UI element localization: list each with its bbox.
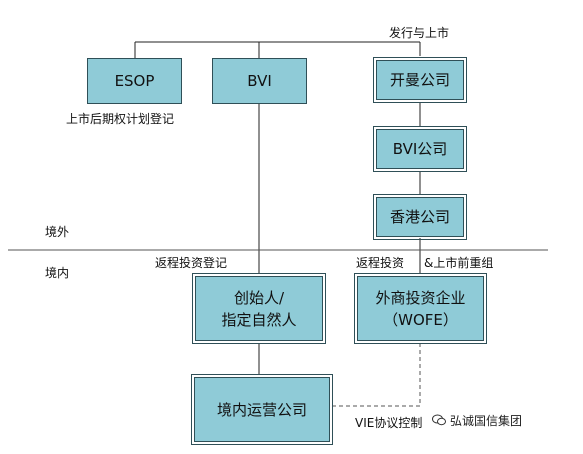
esop-label: ESOP [114, 72, 155, 90]
esop-registration-label: 上市后期权计划登记 [66, 112, 175, 126]
domestic-opco-label: 境内运营公司 [216, 400, 307, 419]
watermark: 弘诚国信集团 [432, 412, 522, 429]
onshore-label: 境内 [45, 266, 70, 280]
esop-box: ESOP [87, 58, 182, 104]
pre-listing-restructure-label: &上市前重组 [424, 256, 494, 270]
roundtrip-registration-label: 返程投资登记 [155, 256, 228, 270]
cayman-label: 开曼公司 [389, 71, 450, 89]
wofe-label-line1: 外商投资企业 [375, 288, 466, 307]
wofe-box: 外商投资企业 （WOFE） [354, 273, 487, 344]
founder-label-line2: 指定自然人 [221, 310, 297, 329]
wechat-icon [432, 414, 446, 426]
roundtrip-investment-label: 返程投资 [356, 256, 405, 270]
bvi-company-box: BVI公司 [373, 126, 467, 172]
vie-control-label: VIE协议控制 [355, 416, 423, 430]
cayman-box: 开曼公司 [373, 57, 467, 103]
founder-label-line1: 创始人/ [233, 288, 285, 307]
bvi-box: BVI [212, 58, 307, 104]
bvi-label: BVI [247, 72, 272, 90]
domestic-opco-box: 境内运营公司 [191, 374, 333, 445]
hk-company-box: 香港公司 [373, 194, 467, 240]
wofe-label-line2: （WOFE） [383, 310, 458, 329]
founder-box: 创始人/ 指定自然人 [192, 273, 326, 344]
watermark-text: 弘诚国信集团 [450, 414, 523, 428]
bvi-company-label: BVI公司 [392, 140, 448, 158]
hk-company-label: 香港公司 [389, 208, 450, 226]
issuance-label: 发行与上市 [389, 26, 450, 40]
offshore-label: 境外 [45, 225, 70, 239]
